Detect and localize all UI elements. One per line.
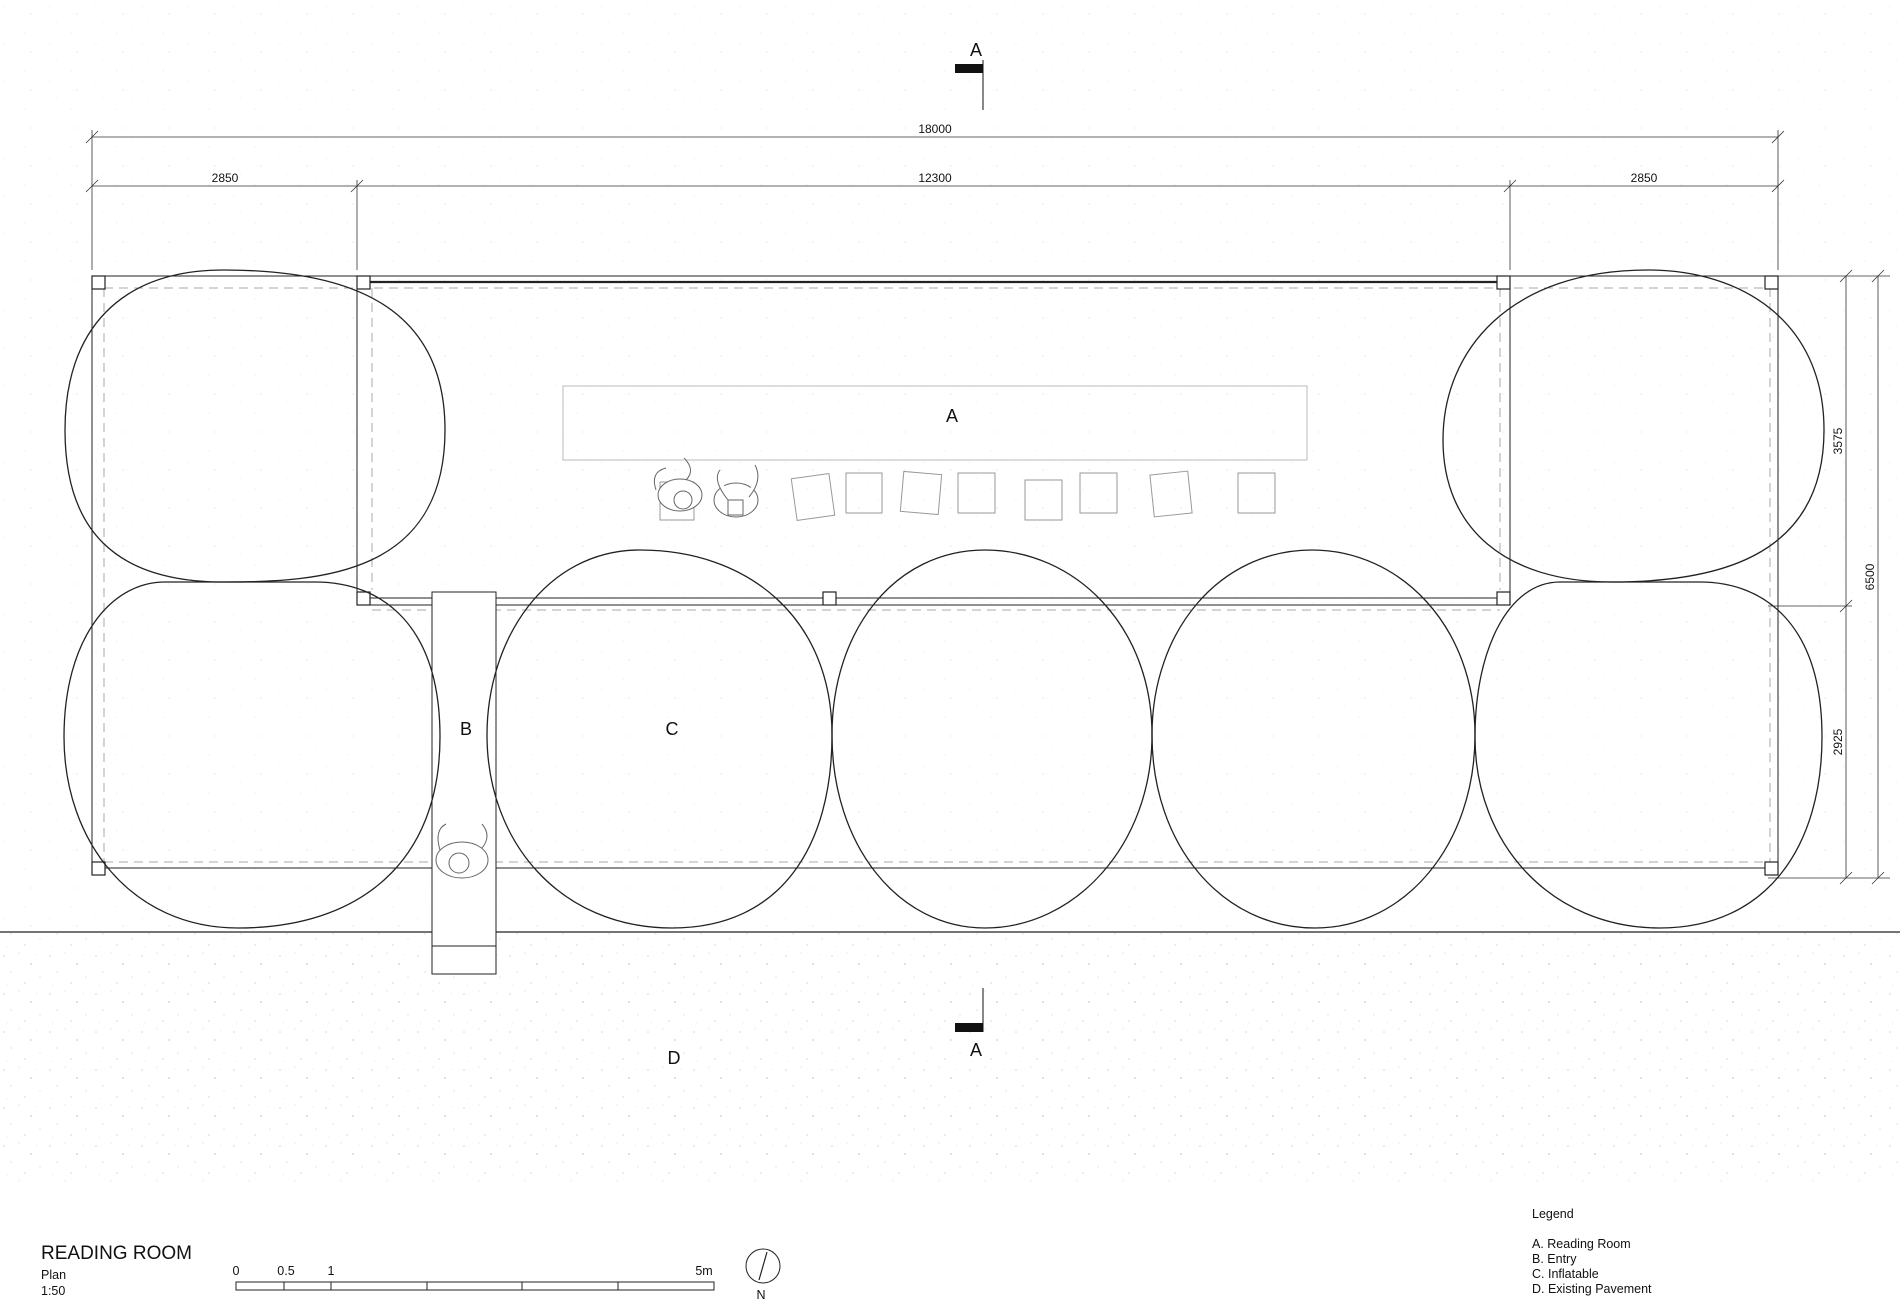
inflatables <box>63 269 1825 929</box>
legend-item-b: B. Entry <box>1532 1252 1577 1266</box>
dimension-right-bay: 2850 <box>1631 171 1658 185</box>
section-marker-bottom: A <box>955 988 984 1060</box>
existing-pavement-area <box>0 932 1900 1182</box>
entry-ramp <box>431 591 497 975</box>
north-label: N <box>756 1288 765 1302</box>
north-arrow-icon: N <box>745 1248 781 1302</box>
inflatable-c2 <box>831 549 1153 929</box>
drawing-view: Plan <box>41 1268 66 1282</box>
dimension-depth-total: 6500 <box>1863 563 1877 590</box>
seated-people <box>653 457 759 518</box>
drawing-scale: 1:50 <box>41 1284 65 1298</box>
legend-item-a: A. Reading Room <box>1532 1237 1631 1251</box>
site-background <box>0 0 1900 930</box>
zone-label-reading-room: A <box>946 406 958 426</box>
zone-label-pavement: D <box>668 1048 681 1068</box>
inflatable-se <box>1474 581 1823 929</box>
zone-label-inflatable: C <box>666 719 679 739</box>
scale-label-0: 0 <box>233 1264 240 1278</box>
scale-bar: 0 0.5 1 5m <box>233 1264 715 1291</box>
drawing-title: READING ROOM <box>41 1243 192 1264</box>
scale-label-0-5: 0.5 <box>277 1264 294 1278</box>
legend-item-c: C. Inflatable <box>1532 1267 1599 1281</box>
scale-label-1: 1 <box>328 1264 335 1278</box>
dimension-left-bay: 2850 <box>212 171 239 185</box>
inflatable-sw <box>63 581 441 929</box>
dimension-depth-south: 2925 <box>1831 728 1845 755</box>
structural-posts <box>91 275 1779 876</box>
zone-label-entry: B <box>460 719 472 739</box>
dimension-lines-horizontal <box>85 130 1785 270</box>
scale-label-5m: 5m <box>695 1264 712 1278</box>
section-label-bottom: A <box>970 1040 982 1060</box>
legend: Legend A. Reading Room B. Entry C. Infla… <box>1532 1207 1652 1296</box>
dimension-lines-vertical <box>1768 269 1890 885</box>
legend-heading: Legend <box>1532 1207 1574 1221</box>
reading-table <box>562 385 1308 461</box>
dimension-overall: 18000 <box>918 122 952 136</box>
legend-item-d: D. Existing Pavement <box>1532 1282 1652 1296</box>
dimension-depth-north: 3575 <box>1831 427 1845 454</box>
section-marker-top: A <box>955 40 984 110</box>
dashed-outlines <box>103 287 1771 863</box>
structural-frame <box>91 275 1779 869</box>
inflatable-c3 <box>1151 549 1476 929</box>
dimension-center-bay: 12300 <box>918 171 952 185</box>
standing-person <box>435 823 489 879</box>
section-label-top: A <box>970 40 982 60</box>
inflatable-c1 <box>486 549 833 929</box>
